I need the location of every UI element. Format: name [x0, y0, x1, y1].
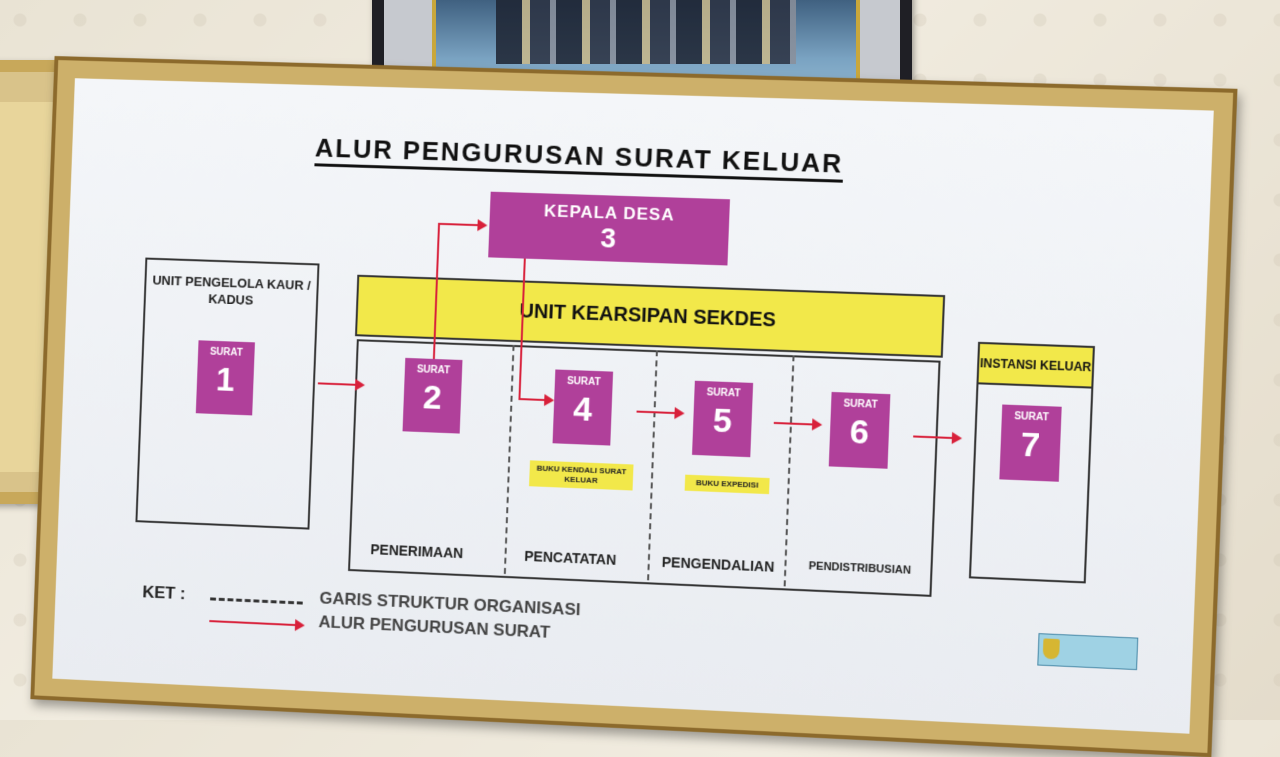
- surat-number: 2: [422, 378, 443, 417]
- legend-arrow: [209, 620, 298, 627]
- kepala-desa-number: 3: [599, 222, 617, 254]
- kepala-desa-box: KEPALA DESA 3: [488, 191, 730, 266]
- board-surface: ALUR PENGURUSAN SURAT KELUAR KEPALA DESA…: [52, 78, 1214, 734]
- surat-card-6: SURAT 6: [828, 391, 891, 469]
- emblem-icon: [1042, 638, 1060, 660]
- surat-card-5: SURAT 5: [692, 380, 754, 458]
- emblem-badge: [1037, 633, 1139, 671]
- surat-number: 6: [849, 412, 870, 452]
- board-title: ALUR PENGURUSAN SURAT KELUAR: [314, 132, 844, 183]
- surat-number: 7: [1019, 425, 1041, 465]
- instansi-label: INSTANSI KELUAR: [979, 356, 1092, 375]
- surat-card-4: SURAT 4: [552, 369, 614, 446]
- surat-number: 4: [572, 390, 593, 429]
- flowchart-board: ALUR PENGURUSAN SURAT KELUAR KEPALA DESA…: [30, 56, 1238, 757]
- unit-pengelola-label: UNIT PENGELOLA KAUR / KADUS: [152, 272, 312, 308]
- photo-people: [496, 0, 796, 64]
- note-buku-expedisi: BUKU EXPEDISI: [684, 474, 770, 495]
- instansi-header: INSTANSI KELUAR: [976, 341, 1095, 389]
- surat-card-7: SURAT 7: [999, 404, 1062, 482]
- surat-number: 1: [215, 360, 236, 399]
- legend-ket: KET :: [142, 582, 186, 604]
- surat-card-1: SURAT 1: [195, 340, 255, 416]
- surat-card-2: SURAT 2: [402, 357, 463, 434]
- legend-dash-line: [210, 597, 303, 605]
- arrow-2-to-3: [437, 222, 480, 227]
- arrow-1-2: [317, 382, 358, 386]
- surat-number: 5: [712, 401, 733, 441]
- note-buku-kendali: BUKU KENDALI SURAT KELUAR: [529, 460, 634, 491]
